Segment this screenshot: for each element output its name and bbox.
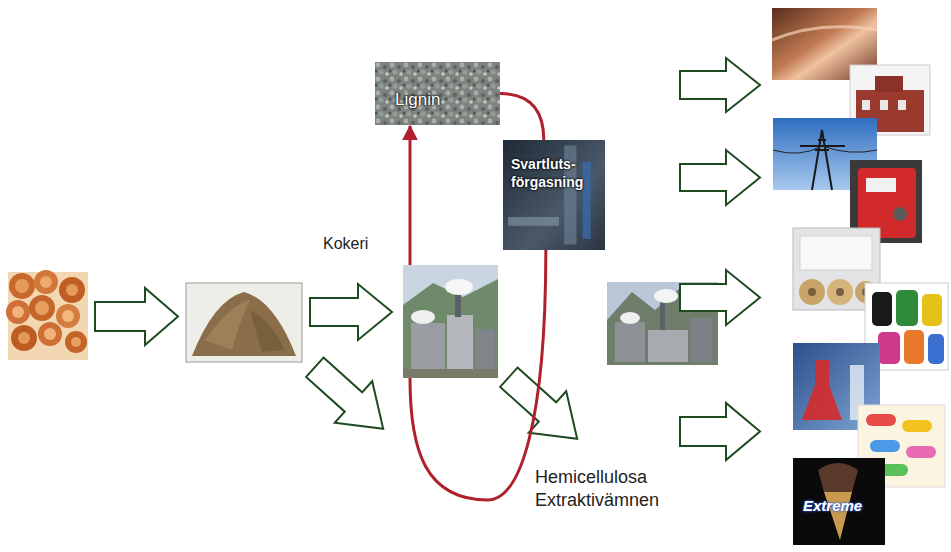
illustration-part (490, 356, 596, 459)
illustration-part (660, 300, 665, 330)
illustration-part (66, 284, 78, 296)
illustration-part (447, 315, 473, 373)
illustration-part (296, 346, 402, 449)
illustration-part (403, 279, 498, 378)
product-label: Hemicellulosa Extraktivämnen (535, 466, 700, 511)
illustration-part (205, 300, 250, 350)
node-text: Kokeri (323, 235, 368, 253)
illustration-part (71, 337, 81, 347)
gasification-photo-box: Svartluts- förgasning (503, 140, 605, 250)
illustration-part (29, 295, 55, 321)
illustration-part (95, 288, 178, 345)
illustration-part (902, 420, 932, 432)
illustration-part (800, 130, 845, 190)
illustration-part (186, 283, 302, 362)
illustration-part (836, 288, 844, 296)
pulp-mill-photo: Kokeri (403, 265, 498, 378)
illustration-part (8, 272, 88, 360)
illustration-part (34, 270, 58, 294)
illustration-part (411, 310, 435, 324)
illustration-part (40, 276, 52, 288)
node-text: Lignin (395, 90, 440, 110)
illustration-part (880, 100, 888, 110)
illustration-part (866, 414, 896, 426)
illustration-part (62, 310, 74, 322)
illustration-part (11, 325, 37, 351)
illustration-part (904, 330, 924, 364)
node-text: Svartluts- förgasning (511, 156, 599, 191)
illustration-part (615, 322, 645, 362)
illustration-part (928, 334, 944, 364)
illustration-part (772, 27, 877, 40)
illustration-part (6, 300, 30, 324)
illustration-part (508, 217, 559, 226)
brand-text: Extreme (803, 497, 883, 514)
illustration-part (793, 458, 885, 545)
illustration-part (250, 310, 285, 352)
illustration-part (583, 162, 591, 239)
illustration-part (799, 279, 825, 305)
illustration-part (65, 331, 87, 353)
cycle-arrow (409, 126, 412, 265)
illustration-part (875, 76, 903, 92)
illustration-part (654, 289, 678, 303)
logs-photo (6, 270, 88, 360)
ice-cream-photo (793, 458, 885, 545)
illustration-part (38, 322, 62, 346)
illustration-part (818, 463, 858, 492)
illustration-part (503, 140, 605, 250)
illustration-part (680, 403, 760, 460)
illustration-part (800, 236, 872, 270)
illustration-part (906, 446, 936, 458)
illustration-part (808, 288, 816, 296)
cycle-arrow (500, 94, 544, 141)
illustration-part (680, 270, 760, 325)
illustration-part (9, 273, 35, 299)
illustration-part (411, 323, 445, 373)
illustration-part (898, 100, 906, 110)
illustration-part (690, 318, 712, 362)
illustration-part (802, 360, 842, 420)
illustration-part (56, 304, 80, 328)
illustration-part (620, 312, 640, 324)
illustration-part (44, 328, 56, 340)
illustration-part (192, 292, 296, 356)
illustration-part (773, 146, 877, 153)
block-arrows (95, 284, 596, 460)
illustration-part (878, 332, 900, 364)
illustration-part (15, 279, 29, 293)
illustration-part (475, 329, 495, 373)
illustration-part (648, 330, 688, 362)
illustration-part (445, 279, 473, 295)
illustration-part (893, 207, 907, 221)
illustration-part (18, 332, 30, 344)
illustration-part (403, 369, 498, 378)
illustration-part (680, 150, 760, 205)
illustration-part (922, 294, 942, 326)
block-arrows (680, 58, 760, 460)
illustration-part (872, 292, 892, 326)
chip-pile-photo (186, 283, 302, 362)
illustration-part (375, 62, 500, 125)
illustration-part (866, 178, 896, 192)
illustration-part (870, 440, 900, 452)
illustration-part (680, 58, 760, 112)
illustration-part (827, 279, 853, 305)
illustration-part (403, 265, 498, 378)
lignin-photo-box: Lignin (375, 62, 500, 125)
illustration-part (12, 306, 24, 318)
illustration-part (310, 284, 392, 340)
illustration-part (59, 277, 85, 303)
illustration-part (35, 301, 49, 315)
photo-background (403, 265, 498, 378)
illustration-part (896, 290, 918, 326)
illustration-part (862, 100, 870, 110)
